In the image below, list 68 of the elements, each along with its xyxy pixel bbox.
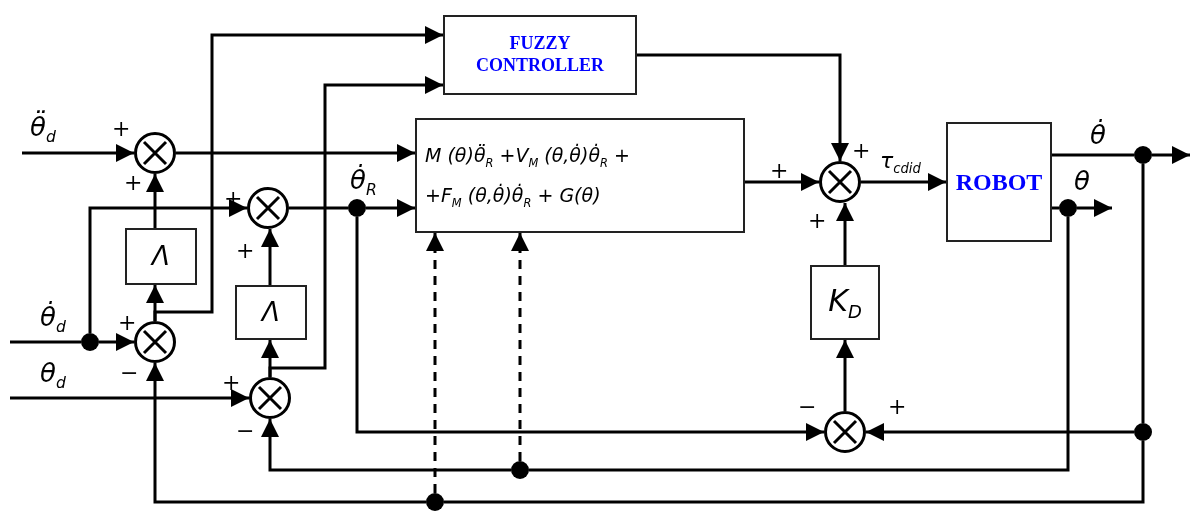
- summing-junction: [819, 161, 861, 203]
- sign-label: +: [118, 312, 137, 334]
- summing-junction: [134, 321, 176, 363]
- connector-arrow: [261, 229, 279, 285]
- junction-dot: [1134, 423, 1152, 441]
- edge-label: θ$_{d}$: [40, 358, 66, 393]
- connector-arrow: [10, 389, 249, 407]
- controller-box: [443, 15, 637, 95]
- connector-arrow: [866, 423, 1134, 441]
- junction-dot: [426, 493, 444, 511]
- connector-arrow: [836, 203, 854, 265]
- connector-arrow: [22, 144, 134, 162]
- junction-dot: [81, 333, 99, 351]
- box-label: Λ: [262, 296, 280, 329]
- connector-arrow: [745, 173, 819, 191]
- plant-box: [946, 122, 1052, 242]
- signal-label: θ̇: [1090, 120, 1106, 152]
- summing-junction: [247, 187, 289, 229]
- sign-label: +: [112, 118, 131, 140]
- box-label: K$_{D}$: [828, 282, 862, 323]
- connector-arrow: [637, 53, 849, 161]
- gain-box: [810, 265, 880, 340]
- connector-arrow: [99, 333, 134, 351]
- connector-arrow: [836, 340, 854, 411]
- connector-arrow: [88, 199, 247, 333]
- connector-arrow: [261, 419, 511, 472]
- sign-label: −: [798, 396, 817, 418]
- box-label: +F$_{M}$ (θ,θ̇)θ̇$_{R}$ + G(θ): [424, 182, 602, 212]
- sign-label: +: [808, 210, 827, 232]
- sign-label: +: [124, 172, 143, 194]
- summing-junction: [134, 132, 176, 174]
- sign-label: −: [120, 362, 139, 384]
- connector-arrow: [1077, 199, 1112, 217]
- gain-box: [125, 228, 197, 285]
- junction-dot: [1134, 146, 1152, 164]
- box-label: FUZZY CONTROLLER: [475, 33, 605, 77]
- sign-label: +: [888, 396, 907, 418]
- summing-junction: [249, 377, 291, 419]
- signal-label: θ: [1074, 166, 1090, 198]
- gain-box: [235, 285, 307, 340]
- connector-arrow: [146, 363, 426, 504]
- connector-arrow: [268, 76, 443, 377]
- connector-arrow: [176, 144, 415, 162]
- edge-label: θ̈$_{d}$: [30, 112, 56, 147]
- connector-arrow: [861, 173, 946, 191]
- sign-label: +: [222, 372, 241, 394]
- connector-arrow: [366, 199, 415, 217]
- edge-label: θ̇$_{d}$: [40, 302, 66, 337]
- connector-arrow: [511, 233, 529, 461]
- connector-arrow: [355, 217, 824, 441]
- junction-dot: [1059, 199, 1077, 217]
- junction-dot: [511, 461, 529, 479]
- connector-arrow: [426, 233, 444, 493]
- sign-label: +: [852, 140, 871, 162]
- connector-arrow: [1152, 146, 1190, 164]
- signal-label: θ̇$_{R}$: [350, 165, 377, 200]
- summing-junction: [824, 411, 866, 453]
- connector-arrow: [153, 26, 443, 321]
- edge-label: τ$_{cdid}$: [880, 148, 921, 178]
- junction-dot: [348, 199, 366, 217]
- box-label: ROBOT: [955, 167, 1043, 197]
- box-label: Λ: [152, 240, 170, 273]
- sign-label: −: [236, 420, 255, 442]
- sign-label: +: [236, 240, 255, 262]
- sign-label: +: [770, 160, 789, 182]
- dynamics-box: [415, 118, 745, 233]
- box-label: M (θ)θ̈$_{R}$ +V$_{M}$ (θ,θ̇)θ̇$_{R}$ +: [424, 142, 631, 172]
- connector-arrow: [146, 174, 164, 228]
